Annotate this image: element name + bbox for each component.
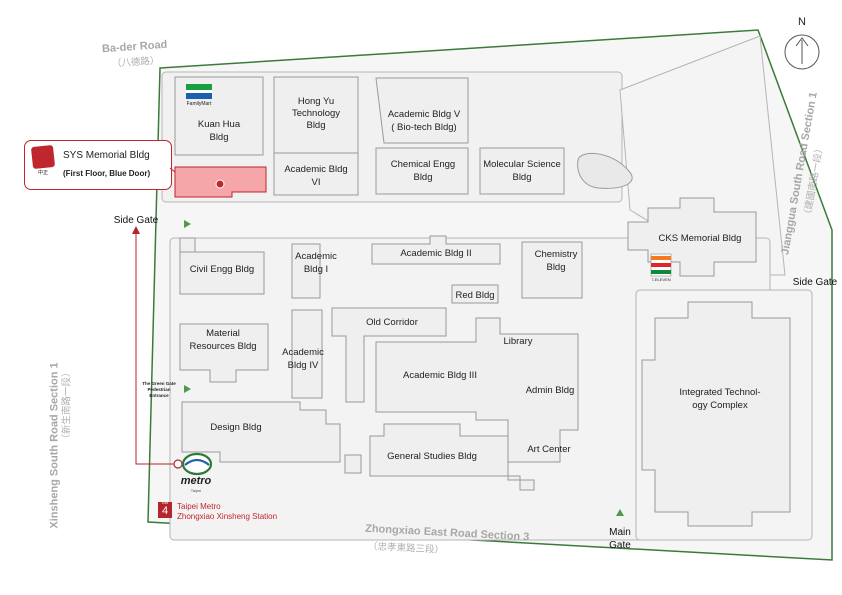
- compass-arrowhead: [795, 37, 809, 47]
- molecular-science-bldg-shape: [479, 147, 565, 195]
- chemistry-bldg-shape: [521, 241, 583, 299]
- route-arrowhead: [132, 226, 140, 234]
- civil-engg-bldg-label[interactable]: Civil Engg Bldg: [189, 264, 255, 275]
- design-bldg-shape: [181, 401, 341, 463]
- academic-iv-bldg-label[interactable]: Academic Bldg IV: [282, 347, 324, 371]
- academic-i-bldg-shape: [291, 243, 321, 299]
- familymart-logo-mid: [186, 90, 212, 93]
- academic-v-bldg-shape: [375, 77, 469, 144]
- material-resources-bldg-shape: [179, 323, 269, 383]
- side-gate-west-label[interactable]: Side Gate: [113, 215, 159, 226]
- hong-yu-bldg-shape: [273, 76, 359, 154]
- old-corridor-label[interactable]: Old Corridor: [366, 317, 418, 328]
- hong-yu-bldg-label[interactable]: Hong Yu Technology Bldg: [291, 96, 341, 131]
- small-hut: [179, 237, 196, 253]
- integrated-tech-bldg-shape: [641, 301, 791, 527]
- academic-iii-bldg-label[interactable]: Academic Bldg III: [403, 370, 477, 381]
- academic-ii-bldg-label[interactable]: Academic Bldg II: [400, 248, 472, 259]
- red-bldg-label[interactable]: Red Bldg: [455, 290, 495, 301]
- familymart-logo-bot: [186, 93, 212, 99]
- library-label[interactable]: Library: [503, 336, 533, 347]
- civil-engg-bldg-shape: [179, 251, 265, 295]
- academic-i-bldg-label[interactable]: Academic Bldg I: [295, 251, 337, 275]
- sys-memorial-title: SYS Memorial Bldg: [63, 150, 150, 161]
- metro-logo-wave: [184, 458, 210, 466]
- cks-memorial-bldg-label[interactable]: CKS Memorial Bldg: [658, 233, 742, 244]
- integrated-tech-complex-label[interactable]: Integrated Technol- ogy Complex: [679, 387, 761, 411]
- compass-label: N: [798, 16, 806, 28]
- chemical-engg-bldg-label[interactable]: Chemical Engg Bldg: [390, 159, 456, 183]
- seven-eleven-text: 7-ELEVEN: [651, 277, 671, 282]
- seven-eleven-stripe-orange: [651, 256, 671, 260]
- green-gate-label[interactable]: The Green Gate Pedestrian Entrance: [142, 381, 176, 398]
- seven-eleven-stripe-red: [651, 263, 671, 267]
- admin-bldg-label[interactable]: Admin Bldg: [525, 385, 575, 396]
- main-gate-label[interactable]: Main Gate: [609, 527, 631, 551]
- green-gate-arrow-icon: [184, 385, 191, 393]
- academic-vi-bldg-shape: [273, 152, 359, 196]
- kuan-hua-bldg-label[interactable]: Kuan Hua Bldg: [197, 119, 241, 143]
- main-gate-arrow-icon: [616, 509, 624, 516]
- metro-logo-subtext: Taipei: [190, 488, 202, 493]
- art-center-label[interactable]: Art Center: [527, 444, 571, 455]
- old-corridor-shape: [331, 307, 447, 403]
- metro-logo-text: metro: [180, 475, 212, 487]
- material-resources-bldg-label[interactable]: Material Resources Bldg: [189, 328, 257, 352]
- metro-exit-number: 4: [161, 505, 169, 517]
- general-studies-bldg-label[interactable]: General Studies Bldg: [387, 451, 477, 462]
- design-bldg-label[interactable]: Design Bldg: [210, 422, 262, 433]
- general-studies-bldg-shape: [369, 423, 535, 491]
- side-gate-arrow-icon: [184, 220, 191, 228]
- academic-ii-bldg-shape: [371, 235, 501, 265]
- sys-memorial-subtitle: (First Floor, Blue Door): [63, 169, 151, 178]
- metro-station-line2: Zhongxiao Xinsheng Station: [177, 512, 278, 521]
- chemical-engg-bldg-shape: [375, 147, 469, 195]
- chemistry-bldg-label[interactable]: Chemistry Bldg: [534, 249, 578, 273]
- metro-exit-label: Exit: [162, 501, 168, 505]
- small-block: [344, 454, 362, 474]
- metro-station-line1: Taipei Metro: [177, 502, 221, 511]
- academic-iii-bldg-shape: [375, 317, 579, 463]
- metro-logo-swoosh: [181, 452, 213, 476]
- sys-memorial-callout[interactable]: 中正 SYS Memorial Bldg (First Floor, Blue …: [24, 140, 172, 190]
- sys-memorial-logo-caption: 中正: [37, 170, 48, 176]
- red-bldg-shape: [451, 284, 499, 304]
- metro-exit-badge: [158, 502, 172, 518]
- familymart-logo-top: [186, 84, 212, 90]
- academic-vi-bldg-label[interactable]: Academic Bldg VI: [284, 164, 348, 188]
- sys-memorial-location-marker[interactable]: [215, 179, 225, 189]
- walking-route: [135, 232, 176, 465]
- familymart-logo-text: FamilyMart: [186, 101, 212, 107]
- seven-eleven-stripe-green: [651, 270, 671, 274]
- side-gate-east-label[interactable]: Side Gate: [792, 277, 838, 288]
- academic-v-bldg-label[interactable]: Academic Bldg V ( Bio-tech Bldg): [387, 109, 461, 133]
- molecular-science-bldg-label[interactable]: Molecular Science Bldg: [483, 159, 561, 183]
- academic-iv-bldg-shape: [291, 309, 323, 399]
- oval-lawn: [577, 152, 633, 189]
